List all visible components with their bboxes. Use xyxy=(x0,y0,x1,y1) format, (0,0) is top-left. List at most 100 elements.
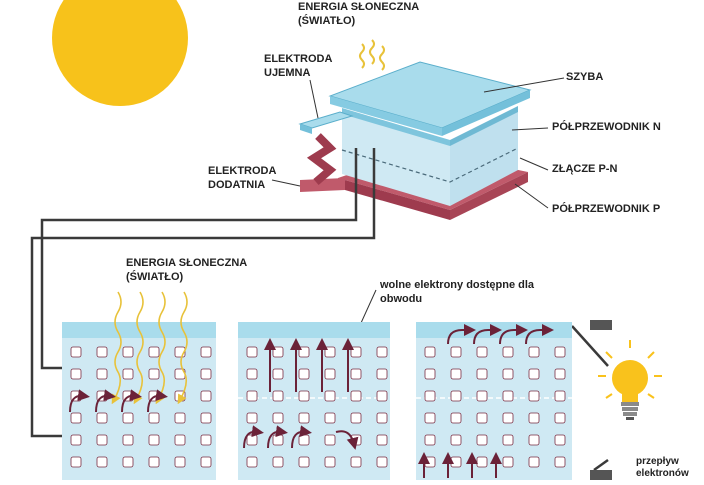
lattice-atom xyxy=(502,456,514,468)
positive-electrode xyxy=(300,178,345,192)
electron-flow-label: przepływ elektronów xyxy=(636,456,689,480)
lattice-atom xyxy=(174,412,186,424)
lattice-atom xyxy=(476,390,488,402)
free-electrons-label: wolne elektrony dostępne dla obwodu xyxy=(380,278,534,306)
positive-electrode-label-line1: ELEKTRODA xyxy=(208,165,277,177)
lattice-atom xyxy=(502,412,514,424)
lattice-atom xyxy=(272,390,284,402)
lattice-atom xyxy=(450,390,462,402)
lattice-atom xyxy=(502,434,514,446)
lattice-atom xyxy=(376,434,388,446)
sunlight-label-panel-line1: ENERGIA SŁONECZNA xyxy=(126,257,248,269)
positive-electrode-label: ELEKTRODA DODATNIA xyxy=(208,164,276,192)
lattice-atom xyxy=(376,412,388,424)
lattice-atom xyxy=(298,346,310,358)
panel-3 xyxy=(416,322,572,480)
lattice-atom xyxy=(554,346,566,358)
sunlight-label-top-line1: ENERGIA SŁONECZNA xyxy=(298,1,420,13)
electrode-connector xyxy=(306,133,337,186)
lattice-atom xyxy=(350,456,362,468)
lattice-atom xyxy=(554,434,566,446)
lattice-atom xyxy=(148,368,160,380)
lattice-atom xyxy=(70,434,82,446)
lattice-atom xyxy=(200,390,212,402)
lattice-atom xyxy=(476,456,488,468)
pn-junction-line xyxy=(341,147,519,183)
lattice-atom xyxy=(96,368,108,380)
lattice-atom xyxy=(450,434,462,446)
n-type-label: PÓŁPRZEWODNIK N xyxy=(552,121,661,133)
lattice-atom xyxy=(450,368,462,380)
lattice-atom xyxy=(148,412,160,424)
lattice-atom xyxy=(200,456,212,468)
sunlight-label-panel-line2: (ŚWIATŁO) xyxy=(126,271,184,283)
lattice-atom xyxy=(96,434,108,446)
lattice-atom xyxy=(376,390,388,402)
free-electrons-label-line1: wolne elektrony dostępne dla xyxy=(380,279,535,291)
lattice-atom xyxy=(246,412,258,424)
lattice-atom xyxy=(96,412,108,424)
glass-label: SZYBA xyxy=(566,71,604,83)
lattice-atom xyxy=(324,368,336,380)
lattice-atom xyxy=(424,368,436,380)
lattice-atom xyxy=(122,412,134,424)
p-type-label: PÓŁPRZEWODNIK P xyxy=(552,203,661,215)
lattice-atom xyxy=(476,412,488,424)
electron-arrows xyxy=(69,324,554,478)
lattice-atom xyxy=(246,390,258,402)
panel-1 xyxy=(62,322,216,480)
lattice-atom xyxy=(554,456,566,468)
lattice-atom xyxy=(122,368,134,380)
lattice-atom xyxy=(200,412,212,424)
lattice-atom xyxy=(246,434,258,446)
lattice-atom xyxy=(502,346,514,358)
lattice-atom xyxy=(424,412,436,424)
lattice-atom xyxy=(350,412,362,424)
lattice-atom xyxy=(350,390,362,402)
lattice-atom xyxy=(122,456,134,468)
lattice-atom xyxy=(476,368,488,380)
lattice-atom xyxy=(298,368,310,380)
positive-electrode-label-line2: DODATNIA xyxy=(208,179,266,191)
lattice-atom xyxy=(450,456,462,468)
lattice-atom xyxy=(528,456,540,468)
negative-electrode-label-line1: ELEKTRODA xyxy=(264,53,333,65)
lattice-atom xyxy=(324,456,336,468)
lattice-atom xyxy=(272,434,284,446)
lattice-atom xyxy=(376,346,388,358)
negative-electrode xyxy=(298,111,354,129)
circuit-wires xyxy=(30,148,609,472)
pn-junction-label: ZŁĄCZE P-N xyxy=(552,163,618,175)
n-layer xyxy=(342,108,450,146)
lattice-atom xyxy=(70,368,82,380)
lattice-atom xyxy=(272,412,284,424)
lattice-atom xyxy=(122,434,134,446)
electron-flow-label-line2: elektronów xyxy=(636,468,689,479)
lattice-atom xyxy=(324,412,336,424)
lattice-atom xyxy=(122,346,134,358)
heat-waves xyxy=(359,39,385,71)
lattice-atom xyxy=(450,412,462,424)
sun-icon xyxy=(52,0,188,106)
lattice-atom xyxy=(272,456,284,468)
lattice-atom xyxy=(96,456,108,468)
lattice-atom xyxy=(298,456,310,468)
lattice-atom xyxy=(272,368,284,380)
lattice-atom xyxy=(298,434,310,446)
lattice-atom xyxy=(554,368,566,380)
lattice-atom xyxy=(424,390,436,402)
lattice-atom xyxy=(324,434,336,446)
lattice-atom xyxy=(502,368,514,380)
atom-lattice xyxy=(70,346,566,468)
lattice-atom xyxy=(450,346,462,358)
negative-electrode-label-line2: UJEMNA xyxy=(264,67,311,79)
lattice-atom xyxy=(246,368,258,380)
lattice-atom xyxy=(70,346,82,358)
sunlight-label-top-line2: (ŚWIATŁO) xyxy=(298,15,356,27)
lattice-atom xyxy=(528,434,540,446)
lattice-atom xyxy=(424,456,436,468)
lattice-atom xyxy=(298,390,310,402)
lightbulb-icon xyxy=(598,340,662,420)
lattice-atom xyxy=(350,368,362,380)
